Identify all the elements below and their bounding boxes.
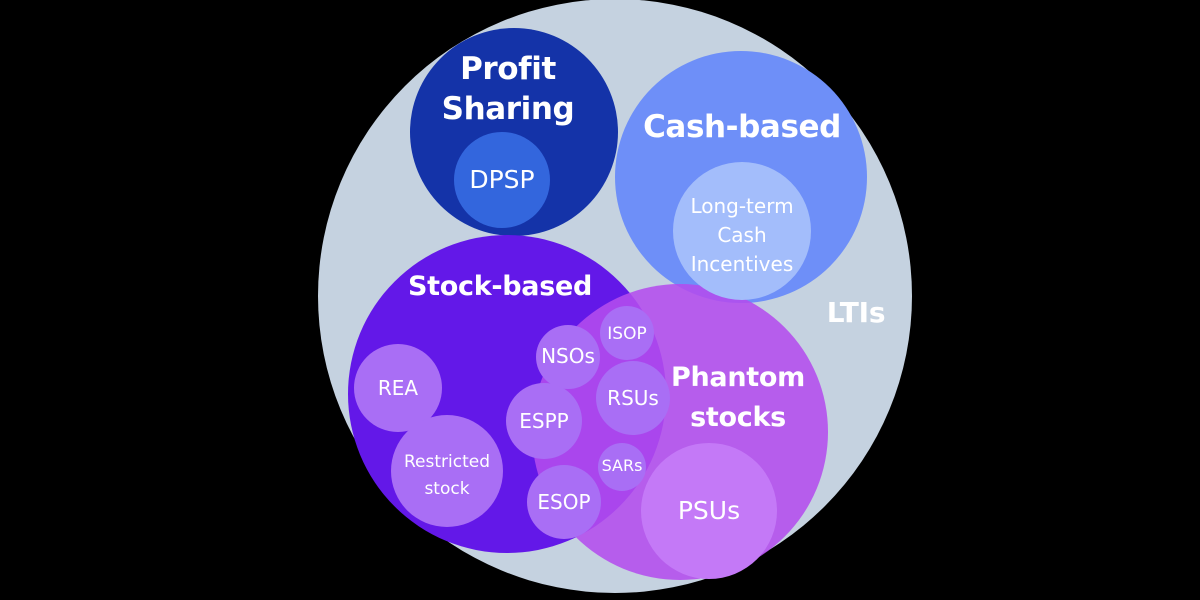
label-line: Stock-based	[408, 271, 592, 302]
label-esop: ESOP	[537, 490, 590, 514]
label-line: ESOP	[537, 490, 590, 514]
label-rsus: RSUs	[607, 386, 659, 410]
label-rea: REA	[378, 376, 419, 400]
label-psus: PSUs	[678, 496, 740, 525]
label-line: Profit	[460, 51, 556, 87]
label-stock-based: Stock-based	[408, 271, 592, 302]
label-line: ESPP	[519, 409, 568, 433]
label-line: Cash-based	[643, 109, 841, 145]
label-line: ISOP	[607, 324, 646, 344]
label-sars: SARs	[602, 456, 643, 475]
label-cash-based: Cash-based	[643, 109, 841, 145]
label-line: PSUs	[678, 496, 740, 525]
circle-nsos[interactable]	[536, 325, 600, 389]
label-espp: ESPP	[519, 409, 568, 433]
label-line: RSUs	[607, 386, 659, 410]
label-line: LTIs	[827, 296, 886, 329]
label-line: Restricted	[404, 452, 490, 472]
label-line: SARs	[602, 456, 643, 475]
circle-long-term-cash-incentives[interactable]	[673, 162, 811, 300]
label-line: Long-term	[690, 194, 793, 218]
label-line: Phantom	[671, 362, 805, 393]
circle-restricted-stock[interactable]	[391, 415, 503, 527]
circle-espp[interactable]	[506, 383, 582, 459]
label-dpsp: DPSP	[469, 165, 534, 194]
circle-psus[interactable]	[641, 443, 777, 579]
circle-rsus[interactable]	[596, 361, 670, 435]
circle-sars[interactable]	[598, 443, 646, 491]
label-line: stocks	[690, 402, 786, 433]
label-restricted-stock: Restricted stock	[404, 452, 490, 499]
label-isop: ISOP	[607, 324, 646, 344]
label-nsos: NSOs	[541, 344, 595, 368]
label-line: stock	[424, 479, 469, 499]
label-ltis: LTIs	[827, 296, 886, 329]
circle-isop[interactable]	[600, 306, 654, 360]
circle-esop[interactable]	[527, 465, 601, 539]
label-line: Cash	[717, 223, 766, 247]
label-line: Sharing	[442, 91, 575, 127]
label-line: NSOs	[541, 344, 595, 368]
label-line: REA	[378, 376, 419, 400]
circle-rea[interactable]	[354, 344, 442, 432]
label-line: Incentives	[691, 252, 794, 276]
label-phantom-stocks: Phantom stocks	[671, 362, 805, 433]
label-line: DPSP	[469, 165, 534, 194]
circle-dpsp[interactable]	[454, 132, 550, 228]
leaf-circles-layer	[354, 132, 811, 579]
